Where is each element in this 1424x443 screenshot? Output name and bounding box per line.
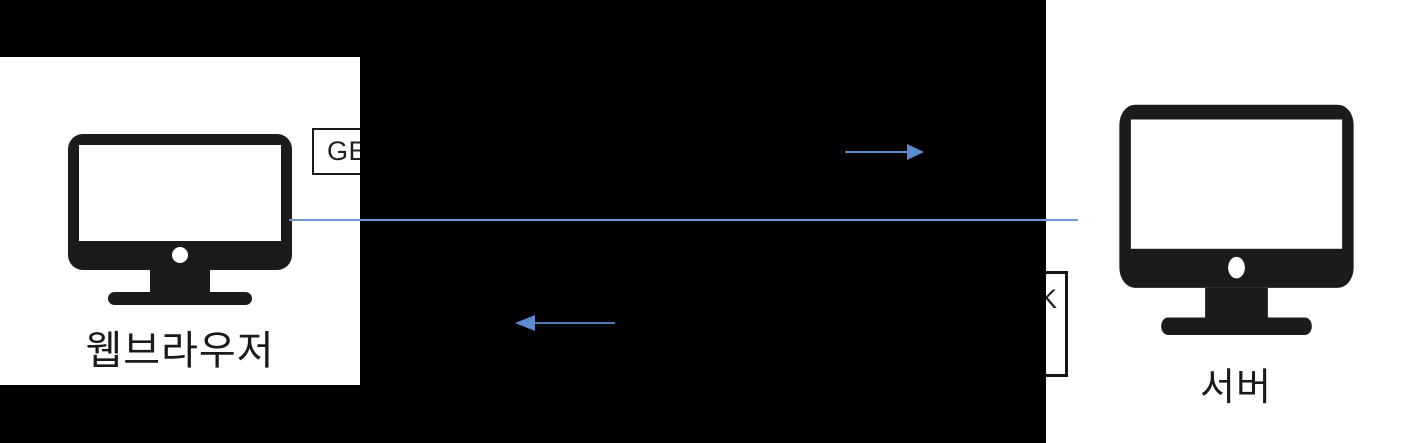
server-label: 서버 <box>1200 367 1272 409</box>
redaction-center-block <box>360 0 1046 443</box>
browser-label: 웹브라우저 <box>85 329 275 373</box>
redaction-bottom-band <box>0 385 1046 443</box>
server-monitor-icon <box>1119 104 1354 335</box>
connection-line <box>289 219 1078 221</box>
request-arrow-right-icon <box>845 144 924 160</box>
browser-monitor-icon <box>68 134 292 305</box>
response-arrow-left-icon <box>515 315 615 331</box>
